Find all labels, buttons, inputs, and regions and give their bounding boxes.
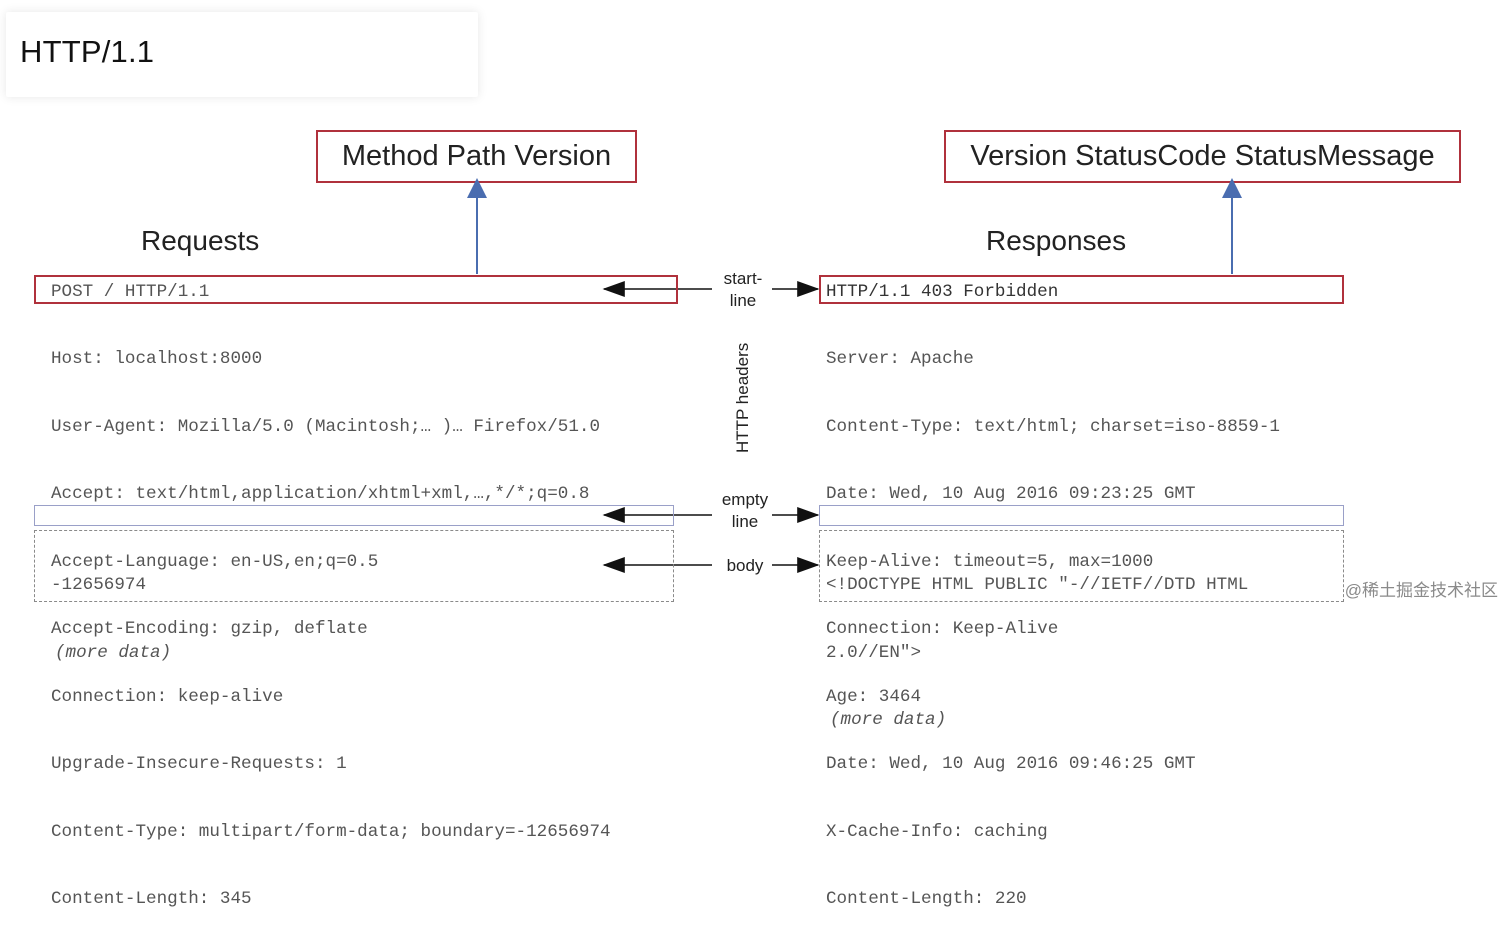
request-empty-line-box	[34, 505, 674, 526]
response-start-line-label: Version StatusCode StatusMessage	[944, 130, 1461, 183]
request-header-line: Upgrade-Insecure-Requests: 1	[51, 754, 347, 774]
response-start-line-label-text: Version StatusCode StatusMessage	[970, 140, 1435, 172]
response-body-box	[819, 530, 1344, 602]
request-start-line-label-text: Method Path Version	[341, 140, 612, 172]
response-header-line: Date: Wed, 10 Aug 2016 09:46:25 GMT	[826, 754, 1196, 774]
empty-line-label-part2: line	[731, 512, 759, 531]
request-start-line-box	[34, 275, 678, 304]
response-header-line: Content-Length: 220	[826, 889, 1027, 909]
request-header-line: User-Agent: Mozilla/5.0 (Macintosh;… )… …	[51, 416, 601, 437]
http-headers-label: HTTP headers	[733, 342, 752, 453]
request-header-line: Connection: keep-alive	[51, 686, 284, 707]
requests-heading: Requests	[141, 225, 260, 256]
response-start-line-box	[819, 275, 1344, 304]
start-line-label-part1: start-	[723, 269, 763, 288]
empty-line-label-part1: empty	[721, 490, 769, 509]
response-body-more: (more data)	[830, 710, 947, 730]
start-line-label: start- line	[703, 268, 783, 312]
responses-heading: Responses	[986, 225, 1127, 256]
empty-line-label: empty line	[705, 489, 785, 533]
response-empty-line-box	[819, 505, 1344, 526]
arrows-overlay	[467, 178, 1242, 573]
response-body: <!DOCTYPE HTML PUBLIC "-//IETF//DTD HTML…	[826, 529, 1248, 754]
response-header-line: Content-Type: text/html; charset=iso-885…	[826, 416, 1280, 437]
request-header-line: Accept-Language: en-US,en;q=0.5	[51, 551, 379, 572]
start-line-label-part2: line	[729, 291, 757, 310]
request-start-line: POST / HTTP/1.1	[51, 282, 210, 302]
title-card: HTTP/1.1	[6, 12, 478, 97]
response-header-line: X-Cache-Info: caching	[826, 821, 1048, 842]
request-body: -12656974 (more data)	[51, 529, 171, 687]
response-header-line: Keep-Alive: timeout=5, max=1000	[826, 551, 1154, 572]
request-header-line: Accept: text/html,application/xhtml+xml,…	[51, 484, 590, 504]
response-body-line: <!DOCTYPE HTML PUBLIC "-//IETF//DTD HTML	[826, 575, 1249, 595]
response-header-line: Server: Apache	[826, 349, 974, 369]
request-header-line: Host: localhost:8000	[51, 349, 263, 369]
watermark: @稀土掘金技术社区	[1344, 581, 1498, 600]
body-label: body	[726, 556, 764, 575]
response-start-line: HTTP/1.1 403 Forbidden	[826, 282, 1059, 302]
request-body-more: (more data)	[55, 642, 172, 663]
request-header-line: Content-Type: multipart/form-data; bound…	[51, 821, 611, 842]
response-header-line: Date: Wed, 10 Aug 2016 09:23:25 GMT	[826, 484, 1196, 504]
request-body-line: -12656974	[51, 575, 147, 595]
request-body-box	[34, 530, 674, 602]
response-body-line: 2.0//EN">	[826, 642, 922, 663]
request-header-line: Content-Length: 345	[51, 889, 252, 909]
page-title: HTTP/1.1	[20, 34, 155, 69]
